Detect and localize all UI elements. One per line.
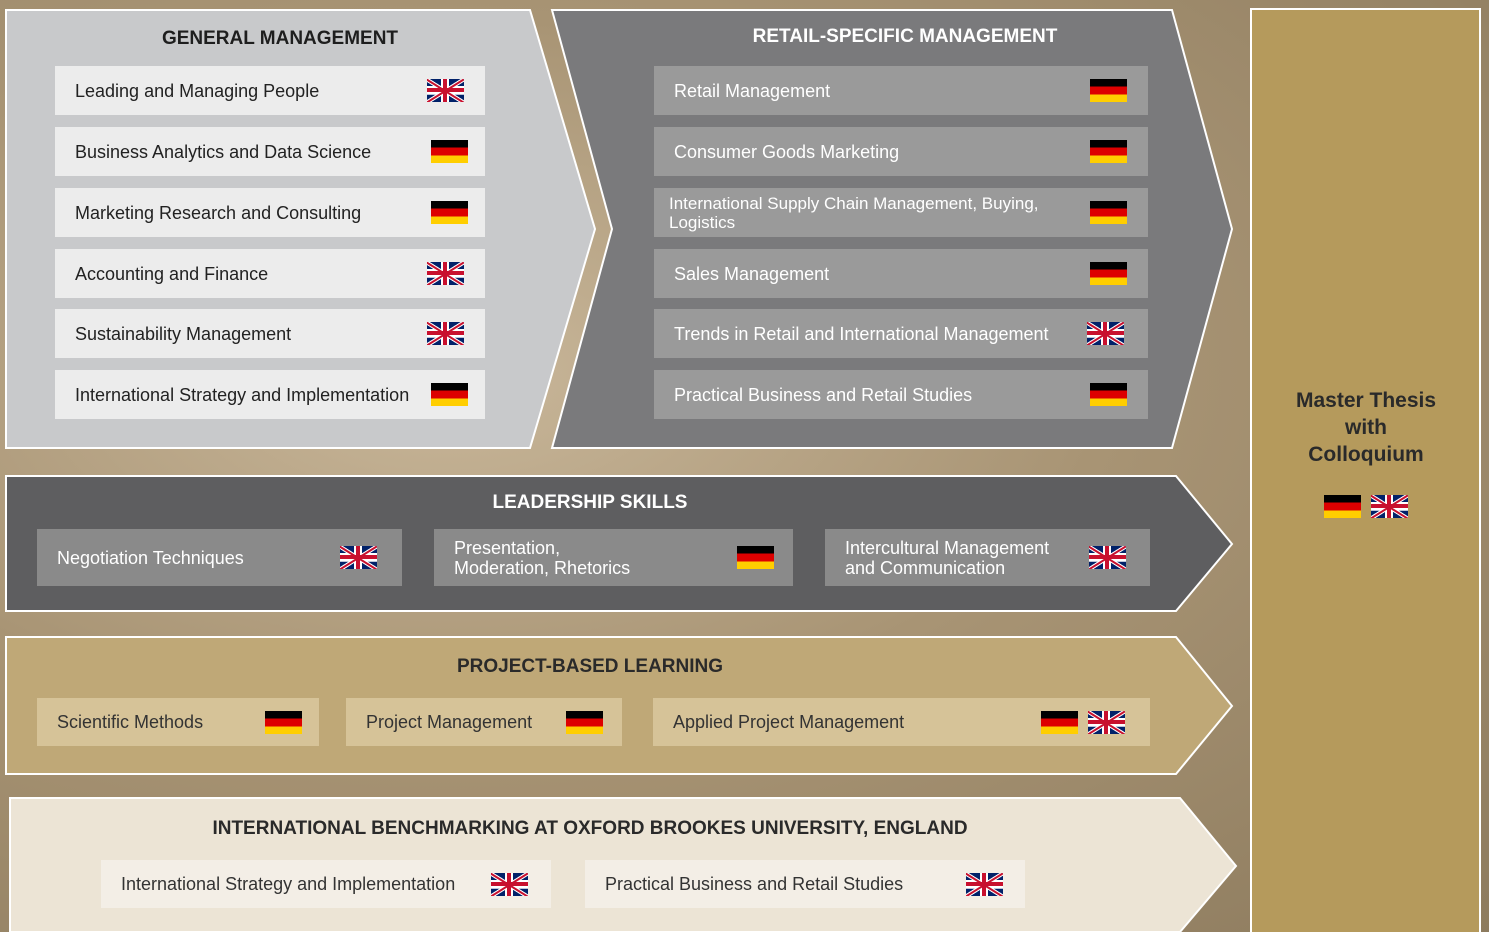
leadership-skills-heading: LEADERSHIP SKILLS (492, 492, 688, 513)
course-label: Project Management (366, 712, 533, 732)
german-flag-icon (1090, 201, 1127, 224)
retail-management-heading: RETAIL-SPECIFIC MANAGEMENT (752, 26, 1058, 47)
course-international-strategy: International Strategy and Implementatio… (55, 370, 485, 419)
course-label: Sustainability Management (75, 323, 292, 344)
course-sustainability: Sustainability Management (55, 309, 485, 358)
course-label: International Supply Chain Management, B… (669, 193, 1039, 232)
uk-flag-icon (427, 322, 464, 345)
course-negotiation: Negotiation Techniques (37, 529, 402, 586)
german-flag-icon (431, 140, 468, 163)
course-retail-management: Retail Management (654, 66, 1148, 115)
course-label: Negotiation Techniques (57, 547, 244, 568)
german-flag-icon (431, 383, 468, 406)
course-practical-business: Practical Business and Retail Studies (654, 370, 1148, 419)
course-label: Presentation, Moderation, Rhetorics (454, 537, 631, 578)
uk-flag-icon (1088, 711, 1125, 734)
course-label: Leading and Managing People (75, 80, 320, 101)
course-label: Accounting and Finance (75, 263, 269, 284)
general-management-heading: GENERAL MANAGEMENT (161, 28, 399, 49)
uk-flag-icon (427, 79, 464, 102)
course-label: Scientific Methods (57, 712, 204, 732)
course-label: Applied Project Management (673, 712, 905, 732)
course-consumer-goods: Consumer Goods Marketing (654, 127, 1148, 176)
course-business-analytics: Business Analytics and Data Science (55, 127, 485, 176)
course-benchmark-strategy: International Strategy and Implementatio… (101, 860, 551, 908)
course-trends-retail: Trends in Retail and International Manag… (654, 309, 1148, 358)
course-marketing-research: Marketing Research and Consulting (55, 188, 485, 237)
thesis-line-1: Master Thesis (1295, 389, 1437, 412)
thesis-line-3: Colloquium (1308, 443, 1424, 466)
german-flag-icon (431, 201, 468, 224)
course-label: Business Analytics and Data Science (75, 141, 372, 162)
course-label: International Strategy and Implementatio… (75, 384, 410, 405)
uk-flag-icon (1089, 546, 1126, 569)
german-flag-icon (1324, 495, 1361, 518)
german-flag-icon (1090, 79, 1127, 102)
course-label: Sales Management (674, 263, 830, 284)
german-flag-icon (265, 711, 302, 734)
uk-flag-icon (1087, 322, 1124, 345)
german-flag-icon (737, 546, 774, 569)
thesis-title: Master Thesis with Colloquium (1252, 387, 1480, 468)
german-flag-icon (1090, 262, 1127, 285)
german-flag-icon (1090, 383, 1127, 406)
german-flag-icon (1041, 711, 1078, 734)
course-label: Marketing Research and Consulting (75, 202, 362, 223)
course-label: Practical Business and Retail Studies (605, 874, 904, 894)
uk-flag-icon (340, 546, 377, 569)
project-learning-heading: PROJECT-BASED LEARNING (456, 656, 724, 677)
uk-flag-icon (427, 262, 464, 285)
course-benchmark-practical: Practical Business and Retail Studies (585, 860, 1025, 908)
course-label: Intercultural Management and Communicati… (845, 537, 1050, 578)
german-flag-icon (566, 711, 603, 734)
course-supply-chain: International Supply Chain Management, B… (654, 188, 1148, 237)
course-presentation: Presentation, Moderation, Rhetorics (434, 529, 793, 586)
course-accounting-finance: Accounting and Finance (55, 249, 485, 298)
course-label: International Strategy and Implementatio… (121, 874, 456, 894)
thesis-panel (1250, 8, 1481, 932)
thesis-line-2: with (1345, 416, 1387, 439)
uk-flag-icon (966, 873, 1003, 896)
course-label: Practical Business and Retail Studies (674, 384, 973, 405)
uk-flag-icon (1371, 495, 1408, 518)
course-sales-management: Sales Management (654, 249, 1148, 298)
uk-flag-icon (491, 873, 528, 896)
course-leading-managing-people: Leading and Managing People (55, 66, 485, 115)
course-label: Trends in Retail and International Manag… (674, 323, 1049, 344)
course-label: Retail Management (674, 80, 831, 101)
german-flag-icon (1090, 140, 1127, 163)
benchmarking-heading: INTERNATIONAL BENCHMARKING AT OXFORD BRO… (212, 818, 968, 839)
course-label: Consumer Goods Marketing (674, 141, 900, 162)
